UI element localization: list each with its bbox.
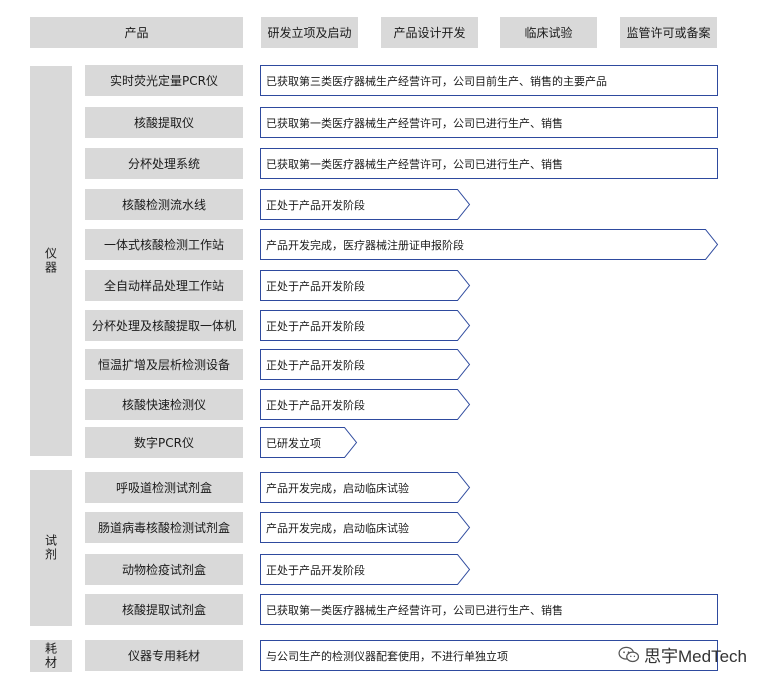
header-stage-1: 研发立项及启动 — [261, 17, 358, 48]
status-text: 正处于产品开发阶段 — [266, 198, 365, 212]
status-text: 正处于产品开发阶段 — [266, 279, 365, 293]
category-label: 试剂 — [43, 534, 58, 562]
product-box: 肠道病毒核酸检测试剂盒 — [85, 512, 243, 543]
product-box: 核酸检测流水线 — [85, 189, 243, 220]
product-name: 核酸提取仪 — [133, 116, 194, 130]
status-text: 产品开发完成，启动临床试验 — [266, 521, 409, 535]
product-box: 动物检疫试剂盒 — [85, 554, 243, 585]
category-consumables: 耗材 — [30, 640, 72, 672]
status-arrow — [260, 189, 471, 220]
product-name: 一体式核酸检测工作站 — [103, 238, 224, 252]
status-arrow — [260, 389, 471, 420]
header-product: 产品 — [30, 17, 243, 48]
status-arrow — [260, 594, 718, 625]
product-box: 核酸提取仪 — [85, 107, 243, 138]
status-text: 正处于产品开发阶段 — [266, 563, 365, 577]
product-name: 分杯处理及核酸提取一体机 — [91, 319, 236, 333]
product-box: 恒温扩增及层析检测设备 — [85, 349, 243, 380]
category-reagents: 试剂 — [30, 470, 72, 626]
status-bar: 正处于产品开发阶段 — [260, 189, 471, 220]
header-stage-3: 临床试验 — [500, 17, 597, 48]
product-box: 分杯处理系统 — [85, 148, 243, 179]
status-text: 正处于产品开发阶段 — [266, 358, 365, 372]
status-text: 与公司生产的检测仪器配套使用，不进行单独立项 — [266, 649, 508, 663]
category-instruments: 仪器 — [30, 66, 72, 456]
watermark-text: 思宇MedTech — [644, 647, 747, 666]
status-text: 产品开发完成，医疗器械注册证申报阶段 — [266, 238, 464, 252]
status-bar: 正处于产品开发阶段 — [260, 554, 471, 585]
header-stage-4: 监管许可或备案 — [620, 17, 717, 48]
status-bar: 已获取第一类医疗器械生产经营许可，公司已进行生产、销售 — [260, 594, 718, 625]
status-arrow — [260, 427, 358, 458]
product-name: 动物检疫试剂盒 — [121, 563, 206, 577]
status-arrow — [260, 270, 471, 301]
status-arrow — [260, 640, 718, 671]
product-name: 呼吸道检测试剂盒 — [115, 481, 212, 495]
status-arrow — [260, 65, 718, 96]
watermark: 思宇MedTech — [618, 642, 747, 667]
status-text: 已获取第一类医疗器械生产经营许可，公司已进行生产、销售 — [266, 157, 563, 171]
header-stage-label: 监管许可或备案 — [626, 26, 711, 40]
status-arrow — [260, 310, 471, 341]
status-text: 正处于产品开发阶段 — [266, 398, 365, 412]
status-bar: 产品开发完成，医疗器械注册证申报阶段 — [260, 229, 719, 260]
status-bar: 已获取第三类医疗器械生产经营许可，公司目前生产、销售的主要产品 — [260, 65, 718, 96]
status-bar: 产品开发完成，启动临床试验 — [260, 472, 471, 503]
product-box: 核酸快速检测仪 — [85, 389, 243, 420]
category-label: 仪器 — [43, 247, 58, 275]
status-text: 产品开发完成，启动临床试验 — [266, 481, 409, 495]
status-bar: 已获取第一类医疗器械生产经营许可，公司已进行生产、销售 — [260, 148, 718, 179]
status-bar: 已获取第一类医疗器械生产经营许可，公司已进行生产、销售 — [260, 107, 718, 138]
header-stage-label: 产品设计开发 — [393, 26, 466, 40]
status-bar: 与公司生产的检测仪器配套使用，不进行单独立项 — [260, 640, 718, 671]
product-name: 全自动样品处理工作站 — [103, 279, 224, 293]
product-box: 一体式核酸检测工作站 — [85, 229, 243, 260]
wechat-icon — [618, 646, 640, 662]
product-box: 实时荧光定量PCR仪 — [85, 65, 243, 96]
status-bar: 正处于产品开发阶段 — [260, 389, 471, 420]
status-bar: 正处于产品开发阶段 — [260, 349, 471, 380]
product-name: 核酸快速检测仪 — [121, 398, 206, 412]
status-text: 已获取第三类医疗器械生产经营许可，公司目前生产、销售的主要产品 — [266, 74, 607, 88]
product-name: 仪器专用耗材 — [127, 649, 200, 663]
status-bar: 正处于产品开发阶段 — [260, 310, 471, 341]
status-arrow — [260, 148, 718, 179]
status-bar: 正处于产品开发阶段 — [260, 270, 471, 301]
product-name: 数字PCR仪 — [134, 436, 194, 450]
header-stage-label: 研发立项及启动 — [267, 26, 352, 40]
status-text: 正处于产品开发阶段 — [266, 319, 365, 333]
category-label: 耗材 — [43, 642, 58, 670]
status-text: 已获取第一类医疗器械生产经营许可，公司已进行生产、销售 — [266, 116, 563, 130]
header-stage-label: 临床试验 — [524, 26, 573, 40]
status-text: 已获取第一类医疗器械生产经营许可，公司已进行生产、销售 — [266, 603, 563, 617]
product-name: 分杯处理系统 — [127, 157, 200, 171]
status-bar: 已研发立项 — [260, 427, 358, 458]
status-text: 已研发立项 — [266, 436, 321, 450]
header-stage-2: 产品设计开发 — [381, 17, 478, 48]
product-name: 核酸提取试剂盒 — [121, 603, 206, 617]
status-arrow — [260, 554, 471, 585]
product-name: 实时荧光定量PCR仪 — [110, 74, 218, 88]
status-arrow — [260, 229, 719, 260]
product-box: 核酸提取试剂盒 — [85, 594, 243, 625]
product-name: 肠道病毒核酸检测试剂盒 — [97, 521, 230, 535]
product-box: 全自动样品处理工作站 — [85, 270, 243, 301]
product-name: 核酸检测流水线 — [121, 198, 206, 212]
status-arrow — [260, 349, 471, 380]
product-box: 数字PCR仪 — [85, 427, 243, 458]
status-arrow — [260, 512, 471, 543]
header-product-label: 产品 — [124, 26, 149, 40]
status-arrow — [260, 472, 471, 503]
status-arrow — [260, 107, 718, 138]
product-name: 恒温扩增及层析检测设备 — [97, 358, 230, 372]
product-box: 分杯处理及核酸提取一体机 — [85, 310, 243, 341]
product-box: 仪器专用耗材 — [85, 640, 243, 671]
product-box: 呼吸道检测试剂盒 — [85, 472, 243, 503]
status-bar: 产品开发完成，启动临床试验 — [260, 512, 471, 543]
